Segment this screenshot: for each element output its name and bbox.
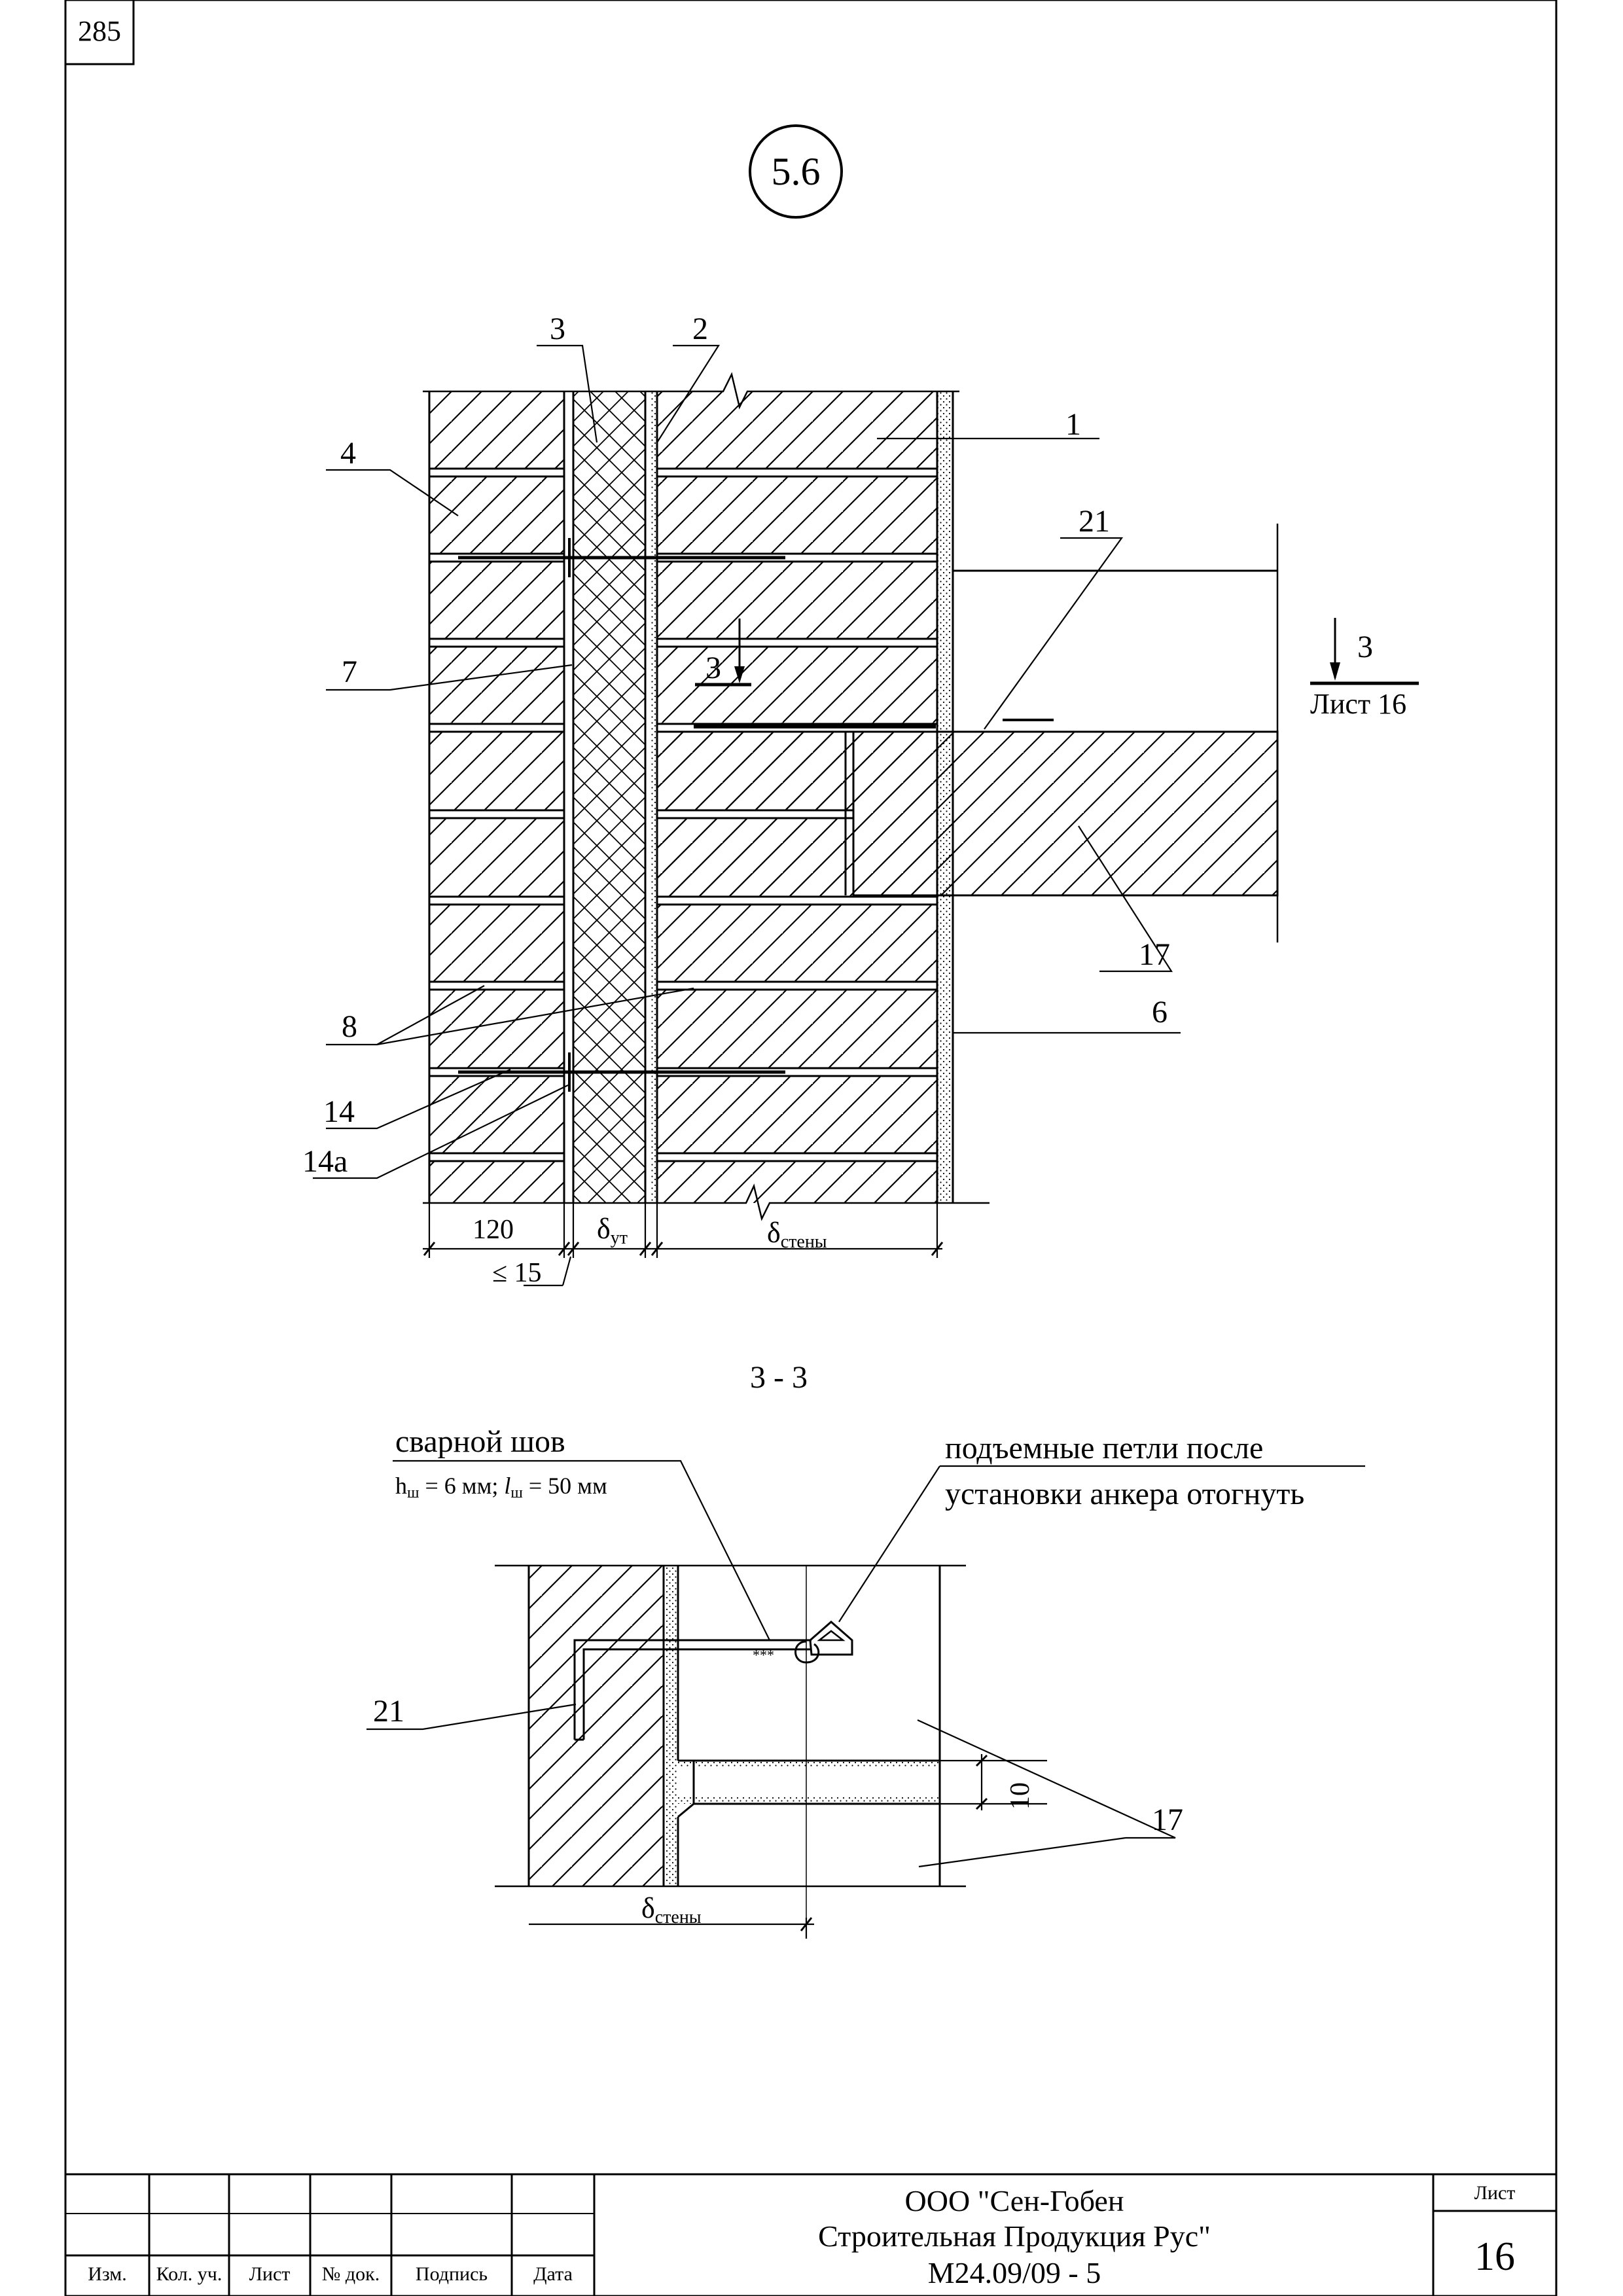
dim-joint-max: ≤ 15 — [492, 1258, 542, 1288]
plan-wall — [529, 1566, 664, 1886]
plan-leaders — [366, 1460, 1365, 1868]
top-break-line — [423, 372, 959, 410]
insulation-layer — [573, 391, 645, 1203]
plan-callout-17: 17 — [1152, 1803, 1183, 1837]
callout-17: 17 — [1139, 937, 1170, 972]
section-cut-inner-label: 3 — [705, 651, 721, 685]
loop-note-line2: установки анкера отогнуть — [945, 1477, 1304, 1511]
page-number: 285 — [78, 15, 121, 47]
lifting-loop — [794, 1640, 820, 1664]
company-line2: Строительная Продукция Рус" — [818, 2219, 1211, 2253]
floor-slab — [852, 730, 1279, 897]
callout-2: 2 — [692, 312, 708, 346]
col-signature: Подпись — [416, 2263, 488, 2285]
title-block — [65, 2173, 1556, 2296]
weld-spec: hш = 6 мм; lш = 50 мм — [395, 1473, 607, 1501]
col-list: Лист — [249, 2263, 291, 2285]
section-cut-outer-number: 3 — [1357, 630, 1373, 664]
callout-3: 3 — [550, 312, 565, 346]
company-line1: ООО "Сен-Гобен — [905, 2184, 1124, 2217]
dim-insulation: δут — [597, 1213, 628, 1248]
weld-marks: *** — [753, 1647, 774, 1663]
sheet-number: 16 — [1474, 2234, 1515, 2279]
callout-8: 8 — [342, 1009, 357, 1044]
col-izm: Изм. — [88, 2263, 127, 2285]
doc-code: М24.09/09 - 5 — [928, 2256, 1101, 2289]
section-cut-inner: 3 — [695, 619, 751, 687]
node-marker: 5.6 — [749, 124, 843, 219]
col-kol-uch: Кол. уч. — [156, 2263, 223, 2285]
callout-14a: 14а — [302, 1144, 348, 1179]
title-block-text: Изм. Кол. уч. Лист № док. Подпись Дата О… — [88, 2182, 1515, 2289]
plan-anchor — [573, 1639, 733, 1740]
bottom-break-line — [423, 1183, 990, 1221]
facing-brick-layer — [429, 391, 564, 1203]
wall-ties — [458, 538, 785, 1092]
plan-wall-dim-label: δстены — [641, 1892, 702, 1928]
section-cut-outer: 3 Лист 16 — [1310, 618, 1419, 720]
dim-facing-width: 120 — [473, 1215, 514, 1245]
gap-dim-value: 10 — [1005, 1782, 1035, 1810]
callout-7: 7 — [342, 655, 357, 689]
node-id: 5.6 — [772, 150, 821, 193]
callout-4: 4 — [340, 436, 356, 471]
loop-note-line1: подъемные петли после — [945, 1431, 1263, 1465]
col-date: Дата — [533, 2263, 573, 2285]
col-doc-no: № док. — [322, 2263, 380, 2285]
gap-dimension — [940, 1754, 1047, 1810]
section-cut-outer-sheet: Лист 16 — [1310, 688, 1406, 720]
dim-wall: δстены — [767, 1217, 827, 1252]
sheet-label: Лист — [1474, 2182, 1516, 2204]
sheet-frame — [64, 0, 1558, 2296]
plan-section: *** 10 δстены св — [366, 1424, 1365, 1939]
callout-1: 1 — [1065, 407, 1081, 442]
page-number-box: 285 — [64, 0, 135, 65]
membrane-layer — [651, 391, 657, 1203]
callout-21: 21 — [1079, 504, 1110, 539]
callout-leaders — [313, 344, 1181, 1179]
callout-6: 6 — [1152, 995, 1168, 1030]
mortar-joints — [428, 467, 938, 1162]
callout-14: 14 — [323, 1094, 355, 1129]
section-title: 3 - 3 — [750, 1360, 808, 1395]
weld-label: сварной шов — [395, 1424, 565, 1459]
wall-section: 3 3 Лист 16 3 2 1 4 — [302, 312, 1419, 1288]
dimension-chain — [423, 1203, 944, 1287]
plan-callout-21: 21 — [373, 1694, 404, 1729]
plan-wall-dimension — [529, 1917, 814, 1939]
